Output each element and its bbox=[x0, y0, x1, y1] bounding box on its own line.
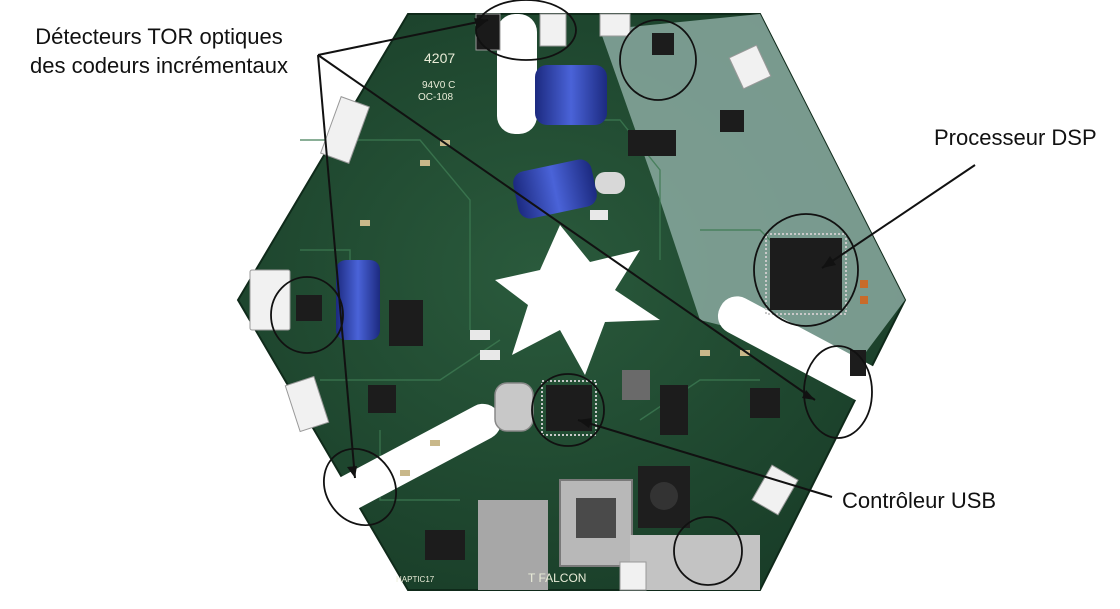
usb-circle bbox=[531, 373, 605, 447]
smd-components bbox=[360, 140, 868, 476]
connector-icon bbox=[249, 13, 799, 591]
ul-code: 4207 bbox=[424, 50, 455, 66]
metal-shield-right bbox=[630, 535, 760, 590]
detectors-label-line1: Détecteurs TOR optiques bbox=[35, 24, 283, 49]
metal-shield bbox=[478, 500, 548, 590]
leader-lines bbox=[317, 19, 976, 498]
usb-port-icon bbox=[559, 479, 633, 567]
rating-marking: 94V0 C bbox=[422, 80, 455, 91]
circle-bottom-right bbox=[673, 516, 743, 586]
arrowheads bbox=[347, 18, 836, 478]
code-marking: OC-108 bbox=[418, 92, 453, 103]
slot-top bbox=[497, 14, 537, 134]
detectors-label-line2: des codeurs incrémentaux bbox=[29, 53, 289, 78]
detectors-label: Détecteurs TOR optiques des codeurs incr… bbox=[0, 22, 318, 80]
dsp-label: Processeur DSP bbox=[934, 125, 1097, 150]
dc-jack-icon bbox=[638, 466, 690, 528]
circle-top-right bbox=[619, 19, 697, 101]
detector-circle-top bbox=[475, 0, 577, 61]
ic-chip-icon bbox=[296, 33, 847, 565]
detector-circle-left bbox=[323, 447, 397, 527]
center-cutout bbox=[495, 225, 660, 375]
circle-left bbox=[270, 276, 344, 354]
highlight-circles bbox=[270, 0, 873, 586]
brand-marking: T FALCON bbox=[528, 571, 586, 585]
haptic-marking: HAPTIC17 bbox=[396, 575, 435, 584]
dsp-circle bbox=[753, 213, 859, 327]
slot-right bbox=[717, 296, 883, 402]
slot-left bbox=[329, 403, 501, 513]
crystal-icon bbox=[494, 382, 534, 432]
usb-label: Contrôleur USB bbox=[842, 488, 997, 513]
